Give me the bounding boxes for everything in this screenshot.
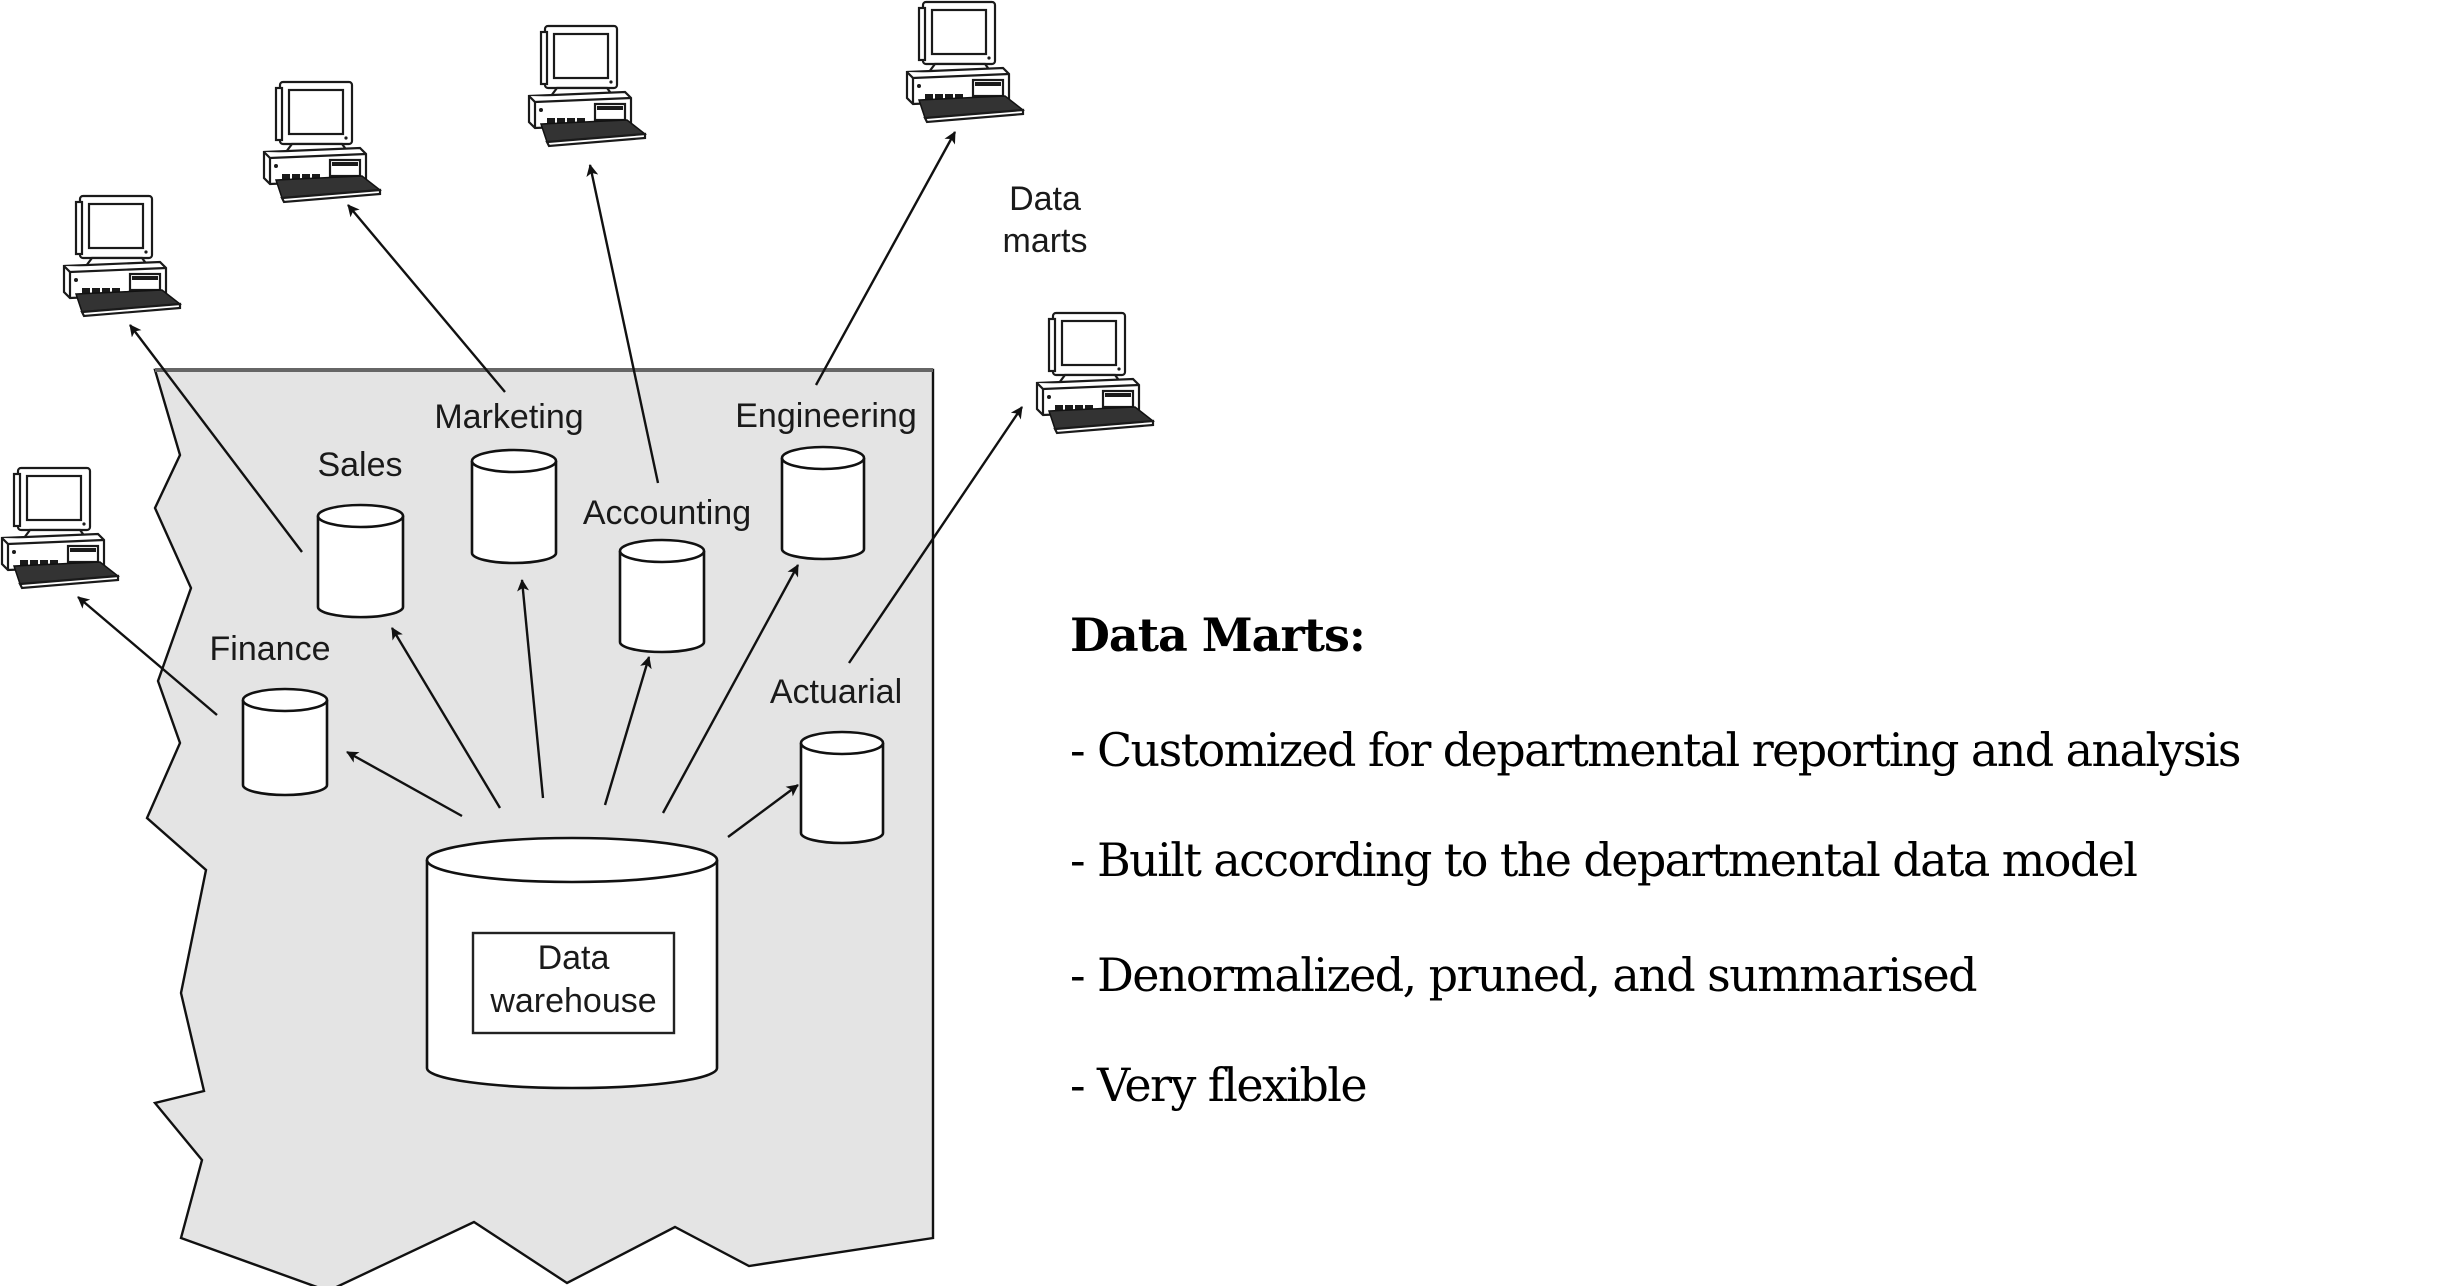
engineering-label: Engineering (735, 397, 916, 435)
accounting-mart-cylinder (618, 538, 706, 654)
notes-heading: Data Marts: (1070, 608, 1366, 662)
marketing-label: Marketing (434, 398, 583, 436)
arrow-dw-to-marketing (517, 579, 545, 799)
arrow-dw-to-sales (390, 627, 502, 809)
desktop-computer-icon (262, 80, 382, 204)
desktop-computer-icon (62, 194, 182, 318)
desktop-computer-icon (527, 24, 647, 148)
actuarial-mart-cylinder (799, 730, 885, 845)
marketing-mart-cylinder (470, 448, 558, 565)
arrow-engineering-to-pc (814, 131, 957, 386)
note-item: - Customized for departmental reporting … (1070, 723, 2242, 777)
data-warehouse-label-line1: Data (538, 939, 610, 977)
arrow-dw-to-accounting (603, 656, 652, 806)
arrow-finance-to-pc (77, 596, 218, 716)
data-marts-label-line2: marts (1003, 222, 1088, 260)
desktop-computer-icon (905, 0, 1025, 124)
note-item: - Very flexible (1070, 1058, 1368, 1112)
note-item: - Denormalized, pruned, and summarised (1070, 948, 1978, 1002)
arrow-marketing-to-pc (347, 204, 506, 393)
arrow-sales-to-pc (129, 324, 303, 553)
data-warehouse-label-box (471, 931, 676, 1035)
desktop-computer-icon (0, 466, 120, 590)
arrow-dw-to-actuarial (727, 784, 799, 838)
finance-mart-cylinder (241, 687, 329, 797)
data-marts-label-line1: Data (1009, 180, 1081, 218)
arrow-dw-to-finance (346, 750, 463, 818)
arrow-accounting-to-pc (586, 164, 660, 484)
note-item: - Built according to the departmental da… (1070, 833, 2138, 887)
arrow-actuarial-to-pc (848, 406, 1023, 664)
desktop-computer-icon (1035, 311, 1155, 435)
sales-label: Sales (317, 446, 402, 484)
sales-mart-cylinder (316, 503, 405, 619)
data-warehouse-label-line2: warehouse (489, 982, 656, 1020)
arrow-dw-to-engineering (661, 564, 800, 814)
data-warehouse-cylinder: Data warehouse (425, 836, 719, 1090)
engineering-mart-cylinder (780, 445, 866, 561)
accounting-label: Accounting (583, 494, 751, 532)
actuarial-label: Actuarial (770, 673, 902, 711)
finance-label: Finance (210, 630, 331, 668)
